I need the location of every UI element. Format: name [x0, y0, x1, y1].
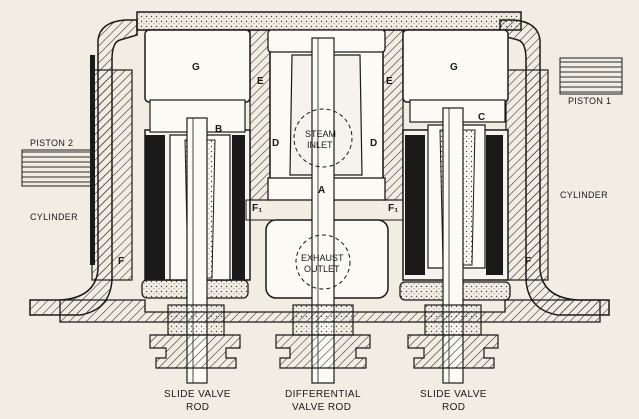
- gland-left: [149, 304, 241, 369]
- gland-center: [275, 304, 371, 369]
- label-piston-2: PISTON 2: [30, 138, 73, 148]
- caption-center-line-2: VALVE ROD: [292, 402, 351, 413]
- label-f1-right: F₁: [388, 203, 398, 214]
- label-cylinder-left: CYLINDER: [30, 212, 78, 222]
- cylinder-right-body: [505, 69, 549, 281]
- label-f-right: F: [525, 256, 531, 267]
- valve-body-right-wall: [382, 29, 404, 201]
- top-cover-plate: [136, 11, 522, 31]
- caption-right-line-1: SLIDE VALVE: [420, 389, 487, 400]
- label-d-left: D: [272, 138, 279, 149]
- cylinder-left-body: [91, 69, 133, 281]
- left-valve-dark-port-2: [232, 135, 245, 280]
- piston-2-rod: [21, 149, 93, 187]
- label-f1-left: F₁: [252, 203, 262, 214]
- gland-right: [407, 304, 499, 369]
- caption-left-line-1: SLIDE VALVE: [164, 389, 231, 400]
- label-f-left: F: [118, 256, 124, 267]
- piston-1-rod: [559, 57, 623, 95]
- label-a: A: [318, 185, 325, 196]
- label-exhaust-line-1: EXHAUST: [301, 253, 344, 263]
- label-g-left: G: [192, 62, 200, 73]
- caption-right-line-2: ROD: [442, 402, 465, 413]
- left-valve-dark-port: [145, 135, 165, 280]
- exhaust-outlet-marker: [295, 234, 351, 290]
- label-c: C: [478, 112, 485, 123]
- right-valve-dark-port-2: [486, 135, 503, 275]
- label-e-left: E: [257, 76, 264, 87]
- label-exhaust-line-2: OUTLET: [304, 264, 340, 274]
- valve-body-left-wall: [249, 29, 271, 201]
- label-d-right: D: [370, 138, 377, 149]
- label-b: B: [215, 124, 222, 135]
- label-piston-1: PISTON 1: [568, 96, 611, 106]
- caption-center-line-1: DIFFERENTIAL: [285, 389, 361, 400]
- steam-inlet-marker: [293, 108, 353, 168]
- label-cylinder-right: CYLINDER: [560, 190, 608, 200]
- label-g-right: G: [450, 62, 458, 73]
- label-steam-line-2: INLET: [307, 140, 333, 150]
- right-valve-dark-port: [405, 135, 425, 275]
- differential-valve-rod: [311, 37, 335, 384]
- label-e-right: E: [386, 76, 393, 87]
- caption-left-line-2: ROD: [186, 402, 209, 413]
- label-steam-line-1: STEAM: [305, 129, 336, 139]
